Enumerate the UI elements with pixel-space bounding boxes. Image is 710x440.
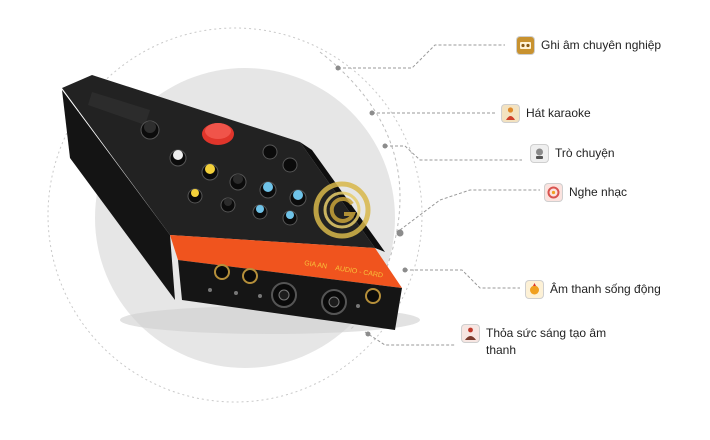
feature-label: Trò chuyện xyxy=(555,146,615,160)
feature-label: Thỏa sức sáng tạo âm thanh xyxy=(486,326,607,357)
karaoke-singer-icon xyxy=(502,105,519,122)
creative-sound-icon xyxy=(462,325,479,342)
sound-icon xyxy=(526,281,543,298)
feature-professional-recording: Ghi âm chuyên nghiệp xyxy=(517,37,661,54)
connector-dots xyxy=(335,65,408,337)
device-knobs xyxy=(140,120,307,226)
gia-an-watermark-logo xyxy=(313,181,371,239)
chat-icon xyxy=(531,145,548,162)
device-orange-band xyxy=(170,235,402,288)
feature-label: Nghe nhạc xyxy=(569,185,628,199)
feature-chat: Trò chuyện xyxy=(531,145,615,162)
feature-creative-sound: Thỏa sức sáng tạo âm thanh xyxy=(462,325,616,359)
outer-dotted-circle xyxy=(47,27,423,403)
feature-music: Nghe nhạc xyxy=(545,184,627,201)
feature-label: Ghi âm chuyên nghiệp xyxy=(541,38,662,52)
connector-lines xyxy=(338,44,540,346)
feature-label: Âm thanh sống động xyxy=(550,282,661,296)
feature-vivid-sound: Âm thanh sống động xyxy=(526,281,661,298)
audio-interface-device xyxy=(62,75,420,334)
feature-karaoke: Hát karaoke xyxy=(502,105,591,122)
watermark-brand-text: GIA AN xyxy=(304,260,328,271)
device-jacks xyxy=(208,264,381,315)
music-icon xyxy=(545,184,562,201)
feature-label: Hát karaoke xyxy=(526,106,591,120)
recording-icon xyxy=(517,37,534,54)
